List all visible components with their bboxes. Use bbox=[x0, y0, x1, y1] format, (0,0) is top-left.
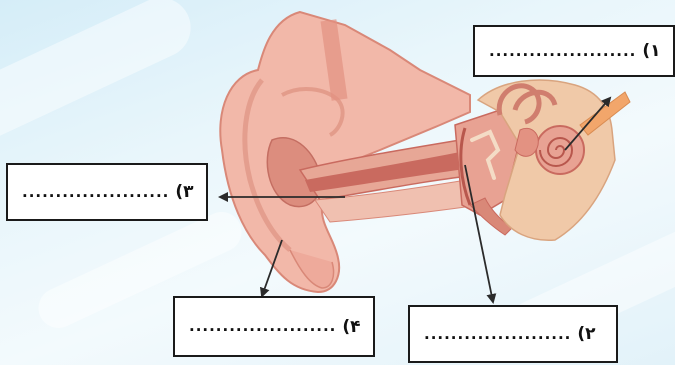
label-box-2[interactable]: ...................... (۲ bbox=[408, 305, 618, 363]
answer-blank: ...................... bbox=[22, 185, 169, 200]
label-box-1[interactable]: ...................... (۱ bbox=[473, 25, 675, 77]
label-number: (۳ bbox=[175, 182, 193, 202]
answer-blank: ...................... bbox=[189, 319, 336, 334]
label-number: (۱ bbox=[642, 41, 660, 61]
label-number: (۲ bbox=[577, 324, 595, 344]
answer-blank: ...................... bbox=[424, 327, 571, 342]
answer-blank: ...................... bbox=[489, 44, 636, 59]
label-number: (۴ bbox=[342, 317, 360, 337]
label-box-3[interactable]: ...................... (۳ bbox=[6, 163, 208, 221]
cochlea-outer bbox=[536, 126, 584, 174]
label-box-4[interactable]: ...................... (۴ bbox=[173, 296, 375, 357]
